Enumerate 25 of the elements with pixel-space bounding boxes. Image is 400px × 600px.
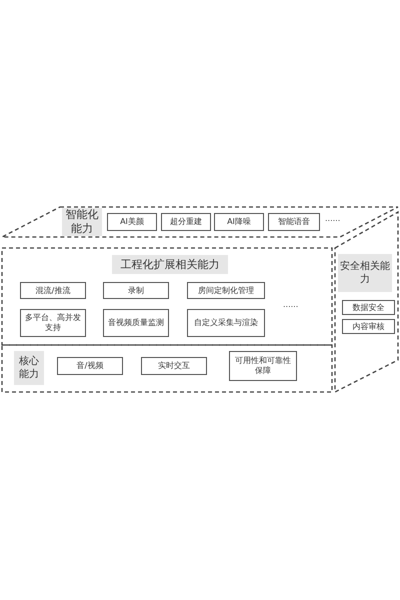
ellipsis-text: ...... <box>283 300 298 309</box>
capability-box: 多平台、高并发支持 <box>20 309 86 337</box>
capability-box: 内容审核 <box>342 319 395 334</box>
capability-box: AI美颜 <box>107 213 157 231</box>
layer-panel <box>2 345 332 392</box>
capability-box: 房间定制化管理 <box>187 282 265 299</box>
capability-box: 音/视频 <box>57 357 123 375</box>
layer-title: 核心能力 <box>14 351 44 385</box>
capability-box: 录制 <box>103 282 169 299</box>
layer-panel <box>2 248 332 345</box>
capability-box: 音视频质量监测 <box>103 309 169 337</box>
layer-title: 智能化能力 <box>62 208 102 236</box>
layer-panel <box>2 205 398 239</box>
capability-box: 超分重建 <box>161 213 211 231</box>
layer-panel <box>335 212 398 392</box>
capability-box: AI降噪 <box>214 213 264 231</box>
capability-box: 实时交互 <box>141 357 207 375</box>
capability-box: 可用性和可靠性保障 <box>229 351 297 381</box>
capability-box: 混流/推流 <box>20 282 86 299</box>
layer-title: 安全相关能力 <box>338 254 392 292</box>
capability-box: 数据安全 <box>342 300 395 315</box>
layer-title: 工程化扩展相关能力 <box>112 255 228 274</box>
ellipsis-text: ...... <box>325 214 340 223</box>
capability-box: 智能语音 <box>268 213 320 231</box>
capability-box: 自定义采集与渲染 <box>187 309 265 337</box>
